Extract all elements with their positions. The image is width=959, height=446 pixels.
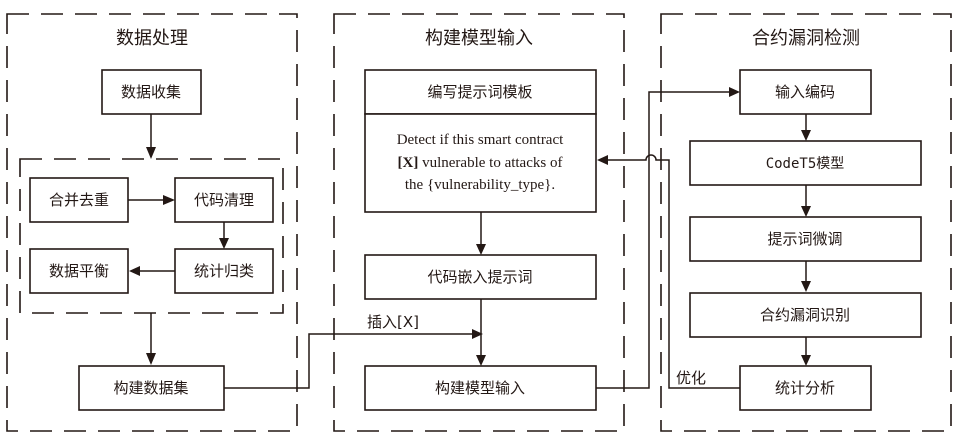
arrowhead-icon: [801, 206, 811, 217]
panel-model-input: [333, 13, 625, 432]
edge-dataset-to-input: [224, 333, 473, 389]
label-build-dataset: 构建数据集: [113, 379, 188, 397]
arrowhead-icon: [219, 238, 229, 249]
box-dedup: [29, 177, 129, 223]
box-template-body: [364, 113, 597, 213]
arrowhead-icon: [146, 353, 156, 365]
edge-label-insert: 插入[X]: [367, 313, 419, 331]
arrowhead-icon: [476, 244, 486, 255]
arrowhead-icon: [472, 329, 483, 339]
arrowhead-icon: [476, 355, 486, 366]
label-clean: 代码清理: [194, 191, 254, 209]
box-balance: [29, 248, 129, 294]
box-finetune: [689, 216, 922, 262]
box-encode: [739, 69, 872, 115]
label-finetune: 提示词微调: [767, 230, 842, 248]
label-dedup: 合并去重: [49, 191, 109, 209]
label-embed: 代码嵌入提示词: [427, 268, 532, 286]
template-line-1: Detect if this smart contract: [397, 132, 564, 148]
box-clean: [174, 177, 274, 223]
panel-title-detection: 合约漏洞检测: [752, 28, 860, 49]
arrowhead-icon: [597, 155, 608, 165]
template-line-2: [X] vulnerable to attacks of: [398, 155, 563, 171]
box-build-dataset: [78, 365, 225, 411]
box-codet5: [689, 140, 922, 186]
placeholder-x: [X]: [398, 155, 419, 171]
box-identify: [689, 292, 922, 338]
box-template-header: [364, 69, 597, 115]
arrowhead-icon: [129, 266, 140, 276]
arrowhead-icon: [729, 87, 740, 97]
label-balance: 数据平衡: [49, 262, 109, 280]
arrowhead-icon: [801, 355, 811, 366]
box-build-input: [364, 365, 597, 411]
panel-detection: [660, 13, 952, 432]
edge-label-optimize: 优化: [676, 369, 706, 387]
edge-optimize-feedback: [607, 154, 740, 389]
panel-title-model-input: 构建模型输入: [425, 28, 533, 49]
arrowhead-icon: [801, 130, 811, 141]
label-analysis: 统计分析: [775, 379, 835, 397]
label-identify: 合约漏洞识别: [760, 306, 850, 324]
label-template-header: 编写提示词模板: [427, 83, 532, 101]
arrowhead-icon: [146, 147, 156, 159]
box-data-collect: [101, 69, 202, 115]
label-encode: 输入编码: [775, 83, 835, 101]
panel-data-processing: [6, 13, 298, 432]
template-line-2-rest: vulnerable to attacks of: [418, 155, 562, 171]
label-build-input: 构建模型输入: [435, 379, 525, 397]
label-classify: 统计归类: [194, 262, 254, 280]
edge-input-to-encode: [596, 91, 731, 389]
template-line-3: the {vulnerability_type}.: [405, 177, 555, 193]
label-codet5: CodeT5模型: [766, 156, 845, 172]
label-data-collect: 数据收集: [121, 83, 181, 101]
box-analysis: [739, 365, 872, 411]
panel-title-data-processing: 数据处理: [116, 28, 188, 49]
box-embed: [364, 254, 597, 300]
arrowhead-icon: [801, 281, 811, 292]
arrowhead-icon: [163, 195, 175, 205]
